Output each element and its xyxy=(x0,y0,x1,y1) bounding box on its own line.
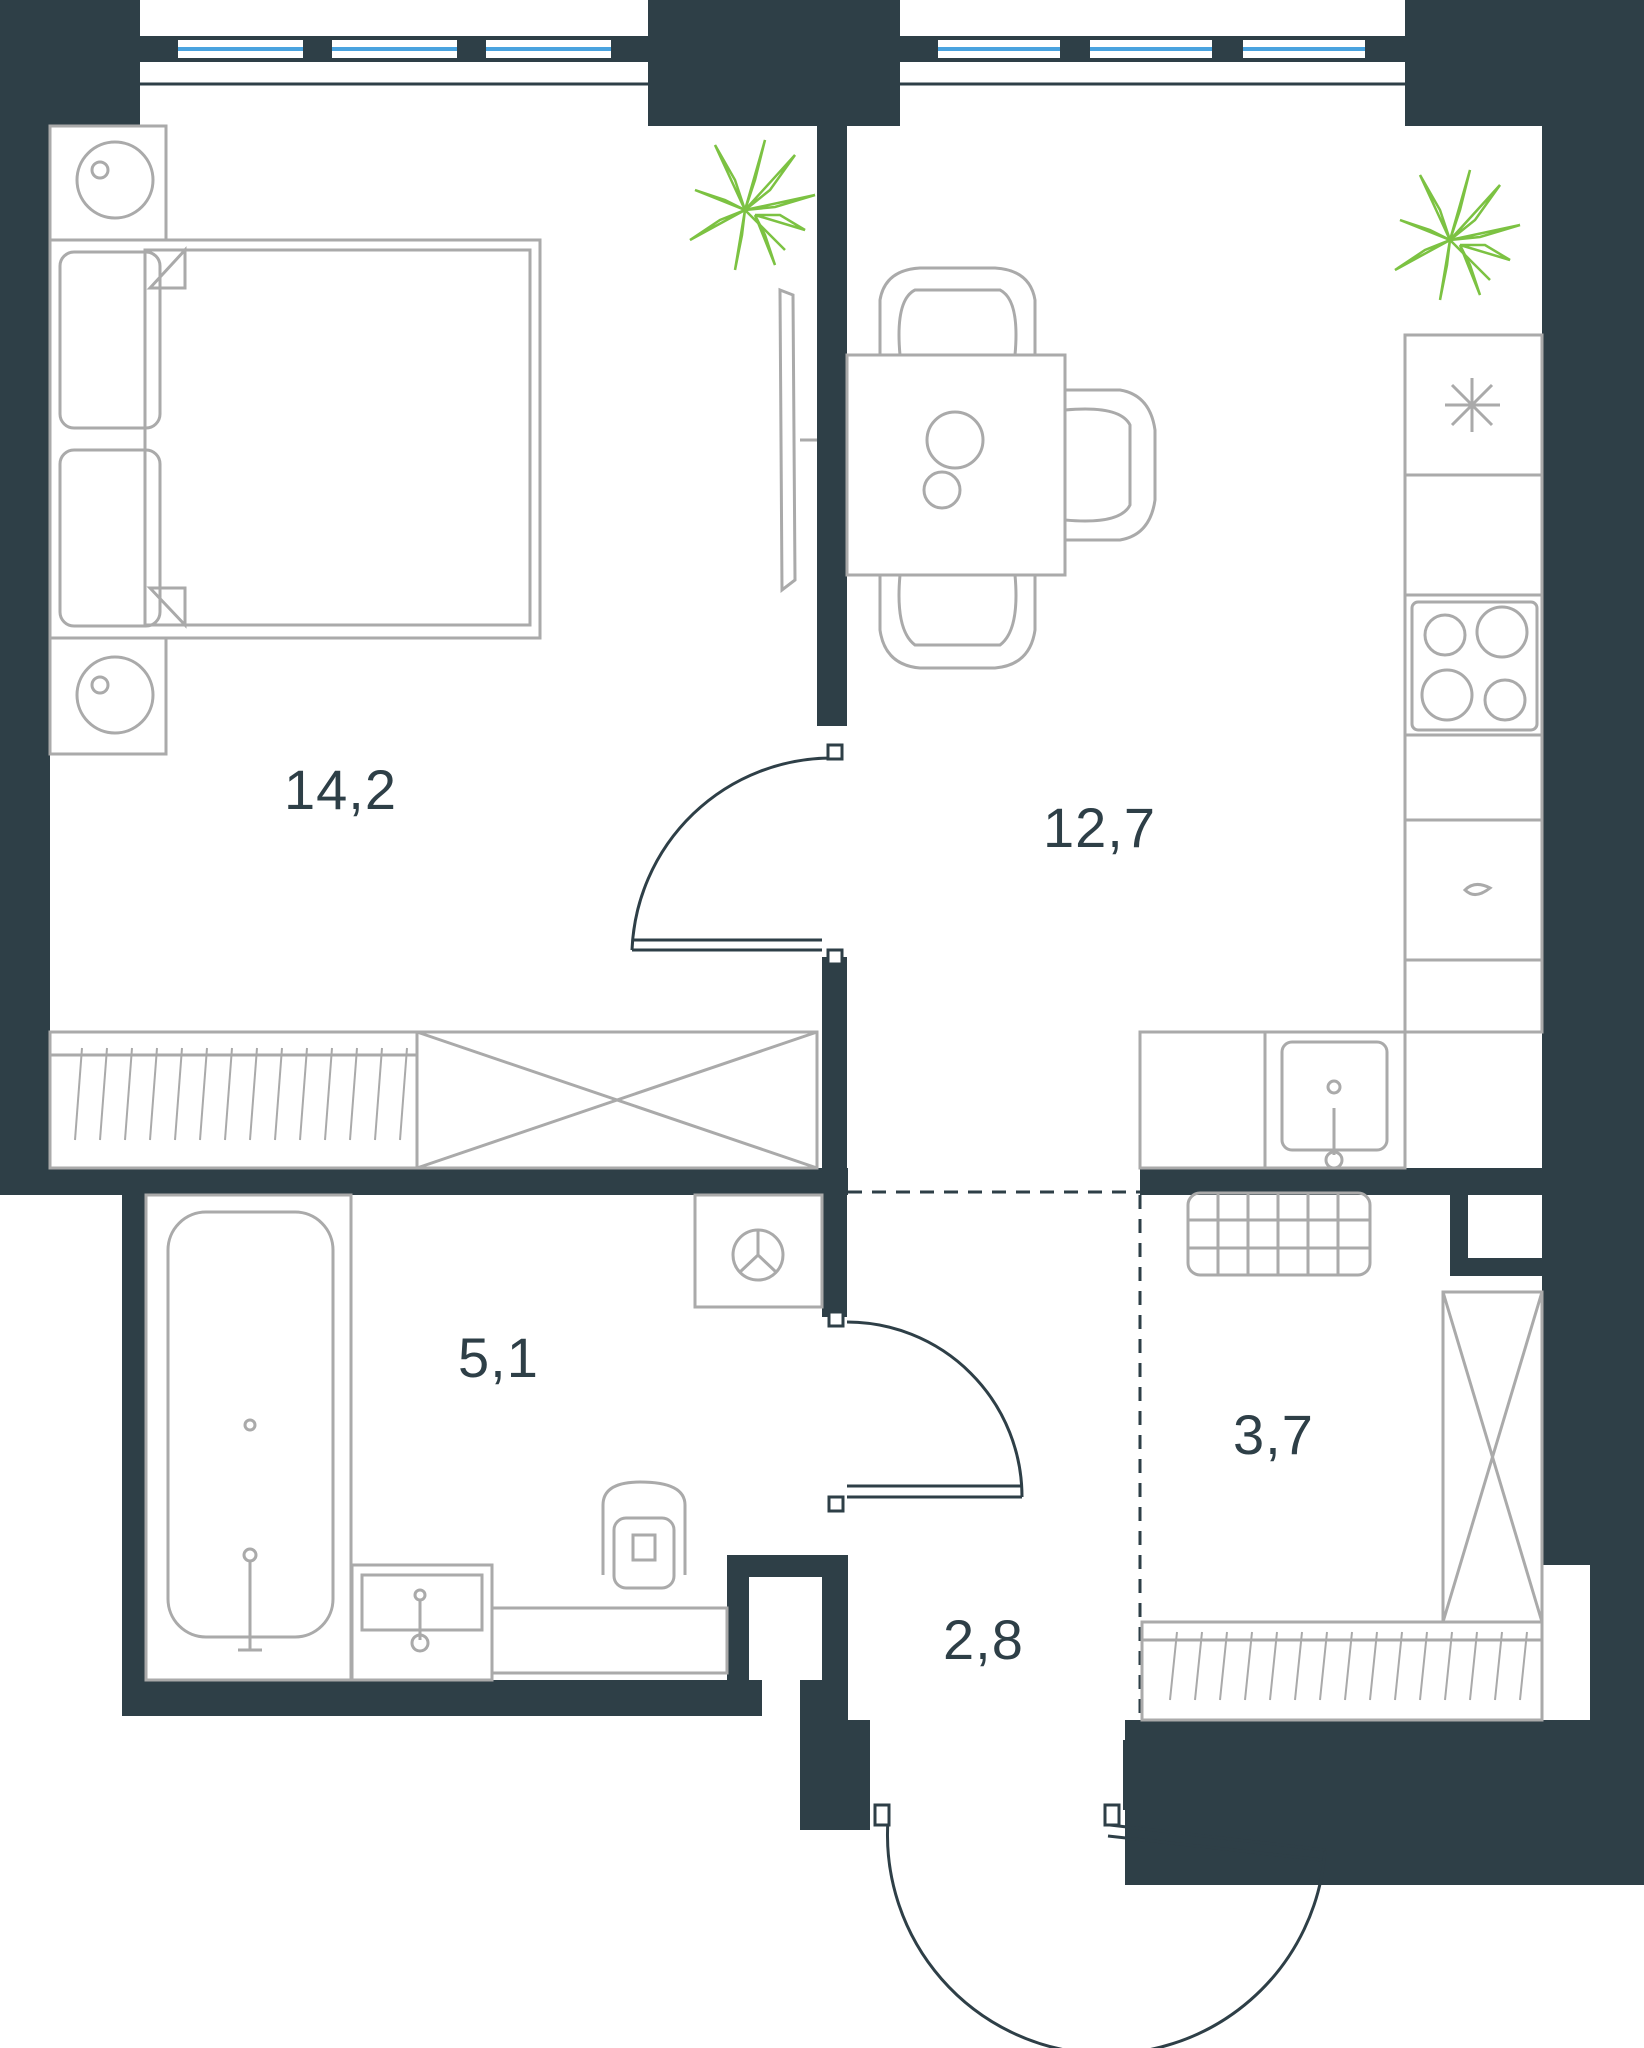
sink-icon xyxy=(1280,1040,1389,1170)
plant-icon xyxy=(1394,169,1521,301)
room-area-hallway: 2,8 xyxy=(943,1608,1024,1671)
sink-icon xyxy=(350,1563,729,1682)
radiator-icon xyxy=(1186,1191,1372,1277)
toilet-icon xyxy=(601,1480,687,1590)
room-area-wardrobe: 3,7 xyxy=(1233,1403,1314,1466)
kitchen-counter xyxy=(1138,333,1544,1170)
dining-table-icon xyxy=(845,266,1157,670)
bed-icon xyxy=(48,124,542,756)
wardrobe-closet xyxy=(1140,1290,1544,1722)
zone-dividers xyxy=(848,1190,1142,1720)
plant-icon xyxy=(689,139,816,271)
window-right xyxy=(900,0,1405,86)
stove-icon xyxy=(1410,600,1539,732)
washing-machine-icon xyxy=(693,1193,824,1309)
bathtub-icon xyxy=(144,1193,353,1682)
window-left xyxy=(140,0,648,86)
wardrobe-bedroom xyxy=(48,1030,819,1170)
room-area-bathroom: 5,1 xyxy=(458,1326,539,1389)
tv-icon xyxy=(778,287,817,594)
room-area-bedroom: 14,2 xyxy=(284,758,397,821)
doors xyxy=(630,743,1327,2048)
room-area-kitchen-living: 12,7 xyxy=(1043,796,1156,859)
fridge-icon xyxy=(1445,378,1500,432)
walls xyxy=(0,0,1644,1885)
